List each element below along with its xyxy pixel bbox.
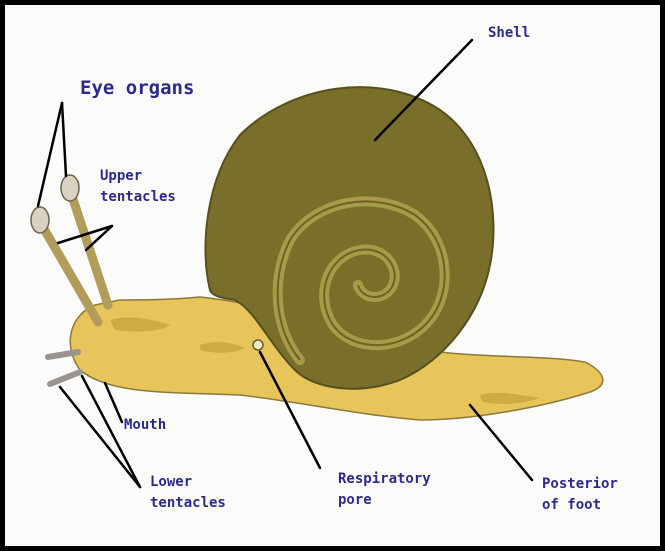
label-eye-organs: Eye organs xyxy=(80,77,194,99)
label-upper-tentacles-line2: tentacles xyxy=(100,189,176,205)
lower-tentacle-bottom xyxy=(50,372,80,384)
label-shell: Shell xyxy=(488,23,530,44)
eye-organ-left xyxy=(31,207,49,233)
leader-eye-organs-left xyxy=(38,103,62,206)
label-upper-tentacles: Upper tentacles xyxy=(100,166,176,208)
label-upper-tentacles-line1: Upper xyxy=(100,168,142,184)
label-lower-tentacles-line2: tentacles xyxy=(150,495,226,511)
leader-eye-organs-right xyxy=(62,103,66,176)
label-respiratory-pore-line1: Respiratory xyxy=(338,471,431,487)
label-posterior-of-foot: Posterior of foot xyxy=(542,474,618,516)
leader-mouth xyxy=(105,383,122,422)
label-mouth: Mouth xyxy=(124,415,166,436)
leader-posterior-of-foot xyxy=(470,405,532,480)
eye-organ-right xyxy=(61,175,79,201)
respiratory-pore xyxy=(253,340,263,350)
label-respiratory-pore-line2: pore xyxy=(338,492,372,508)
label-lower-tentacles-line1: Lower xyxy=(150,474,192,490)
label-posterior-of-foot-line2: of foot xyxy=(542,497,601,513)
leader-lower-tentacles-1 xyxy=(60,387,140,487)
label-respiratory-pore: Respiratory pore xyxy=(338,469,431,511)
label-lower-tentacles: Lower tentacles xyxy=(150,472,226,514)
label-posterior-of-foot-line1: Posterior xyxy=(542,476,618,492)
